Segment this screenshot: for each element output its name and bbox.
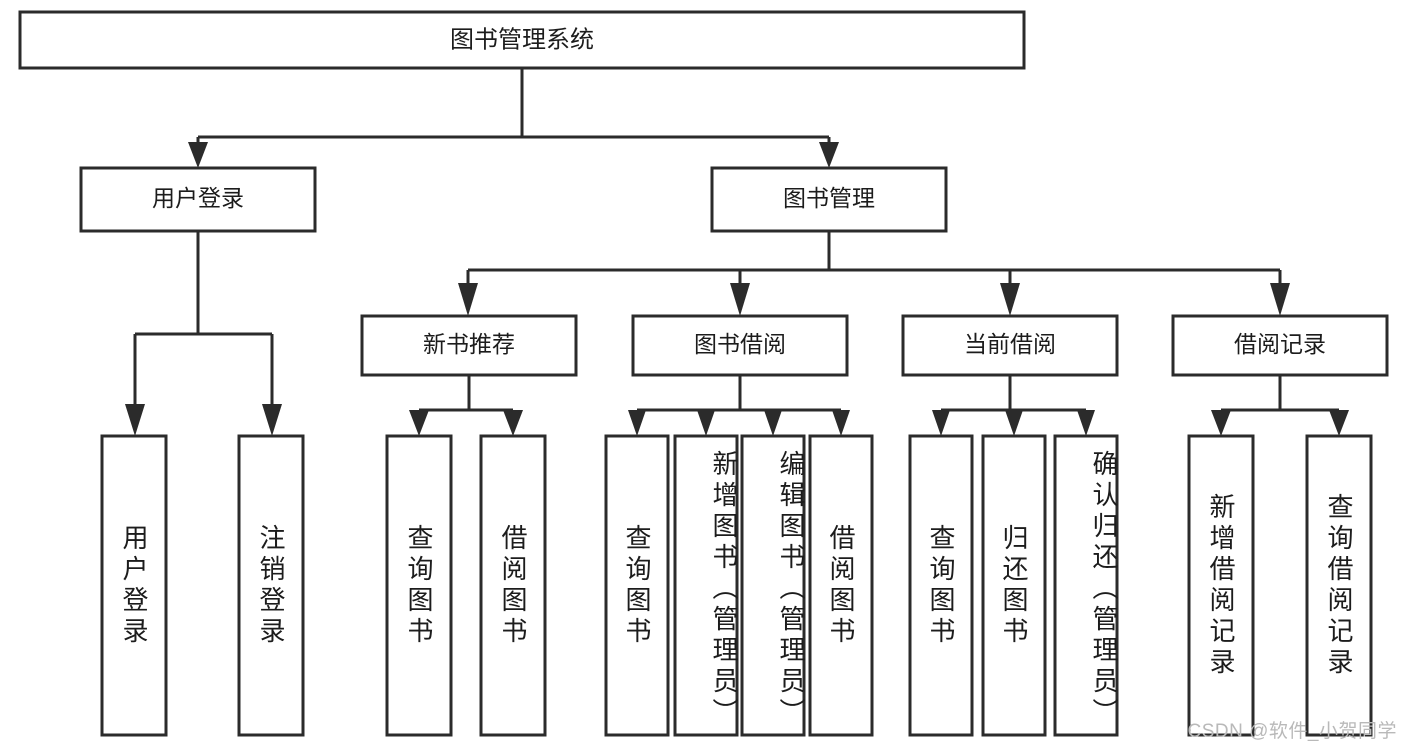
node-new-book-recommend-box[interactable]	[360, 314, 578, 377]
arrow-to-book-manage	[819, 142, 839, 168]
leaf-return-book-box[interactable]	[981, 434, 1047, 737]
leaf-confirm-return-box[interactable]	[1053, 434, 1119, 737]
arrow-to-leaf-edit-book	[764, 410, 782, 436]
leaf-query-book-2-box[interactable]	[604, 434, 670, 737]
leaf-boxes	[100, 434, 1373, 737]
node-current-borrow[interactable]: 当前借阅	[901, 314, 1119, 377]
connector-group-borrow-record-to-leaves	[1211, 375, 1349, 436]
node-user-login[interactable]: 用户登录	[79, 166, 317, 233]
csdn-watermark: CSDN @软件_小贺同学	[1187, 721, 1397, 742]
arrow-to-current-borrow	[1000, 283, 1020, 316]
leaf-borrow-book-1-box[interactable]	[479, 434, 547, 737]
leaf-add-book-box[interactable]	[673, 434, 739, 737]
node-new-book-recommend-label: 新书推荐	[423, 331, 515, 357]
arrow-to-leaf-confirm-return	[1077, 410, 1095, 436]
node-new-book-recommend[interactable]: 新书推荐	[360, 314, 578, 377]
connector-group-new-book-recommend-to-leaves	[409, 375, 523, 436]
node-book-manage-label: 图书管理	[783, 185, 875, 211]
node-borrow-record[interactable]: 借阅记录	[1171, 314, 1389, 377]
node-root-box[interactable]	[18, 10, 1026, 70]
node-borrow-record-box[interactable]	[1171, 314, 1389, 377]
node-user-login-box[interactable]	[79, 166, 317, 233]
leaf-user-login-box[interactable]	[100, 434, 168, 737]
node-book-manage[interactable]: 图书管理	[710, 166, 948, 233]
connector-group-current-borrow-to-leaves	[932, 375, 1095, 436]
node-current-borrow-box[interactable]	[901, 314, 1119, 377]
node-book-borrow-box[interactable]	[631, 314, 849, 377]
arrow-to-borrow-record	[1270, 283, 1290, 316]
node-root[interactable]: 图书管理系统	[18, 10, 1026, 70]
leaf-query-book-3-box[interactable]	[908, 434, 974, 737]
arrow-to-leaf-query-book-3	[932, 410, 950, 436]
arrow-to-leaf-query-book-1	[409, 410, 429, 436]
connector-group-book-manage-to-level3	[458, 231, 1290, 316]
arrow-to-leaf-user-logout	[262, 404, 282, 436]
arrow-to-leaf-return-book	[1005, 410, 1023, 436]
connector-group-book-borrow-to-leaves	[628, 375, 850, 436]
arrow-to-leaf-query-book-2	[628, 410, 646, 436]
arrow-to-leaf-user-login	[125, 404, 145, 436]
node-book-borrow[interactable]: 图书借阅	[631, 314, 849, 377]
arrow-to-leaf-borrow-book-2	[832, 410, 850, 436]
node-book-borrow-label: 图书借阅	[694, 331, 786, 357]
arrow-to-leaf-add-record	[1211, 410, 1231, 436]
leaf-borrow-book-2-box[interactable]	[808, 434, 874, 737]
node-root-label: 图书管理系统	[450, 26, 594, 53]
leaf-add-record-box[interactable]	[1187, 434, 1255, 737]
node-book-manage-box[interactable]	[710, 166, 948, 233]
leaf-query-book-1-box[interactable]	[385, 434, 453, 737]
arrow-to-book-borrow	[730, 283, 750, 316]
connector-group-user-login-to-leaves	[125, 231, 282, 436]
arrow-to-new-book-recommend	[458, 283, 478, 316]
node-borrow-record-label: 借阅记录	[1234, 331, 1326, 357]
arrow-to-leaf-add-book	[697, 410, 715, 436]
arrow-to-user-login	[188, 142, 208, 168]
leaf-edit-book-box[interactable]	[740, 434, 806, 737]
arrow-to-leaf-borrow-book-1	[503, 410, 523, 436]
node-current-borrow-label: 当前借阅	[964, 331, 1056, 357]
leaf-query-record-box[interactable]	[1305, 434, 1373, 737]
node-user-login-label: 用户登录	[152, 185, 244, 211]
arrow-to-leaf-query-record	[1329, 410, 1349, 436]
leaf-user-logout-box[interactable]	[237, 434, 305, 737]
connector-group-root-to-level2	[188, 68, 839, 168]
